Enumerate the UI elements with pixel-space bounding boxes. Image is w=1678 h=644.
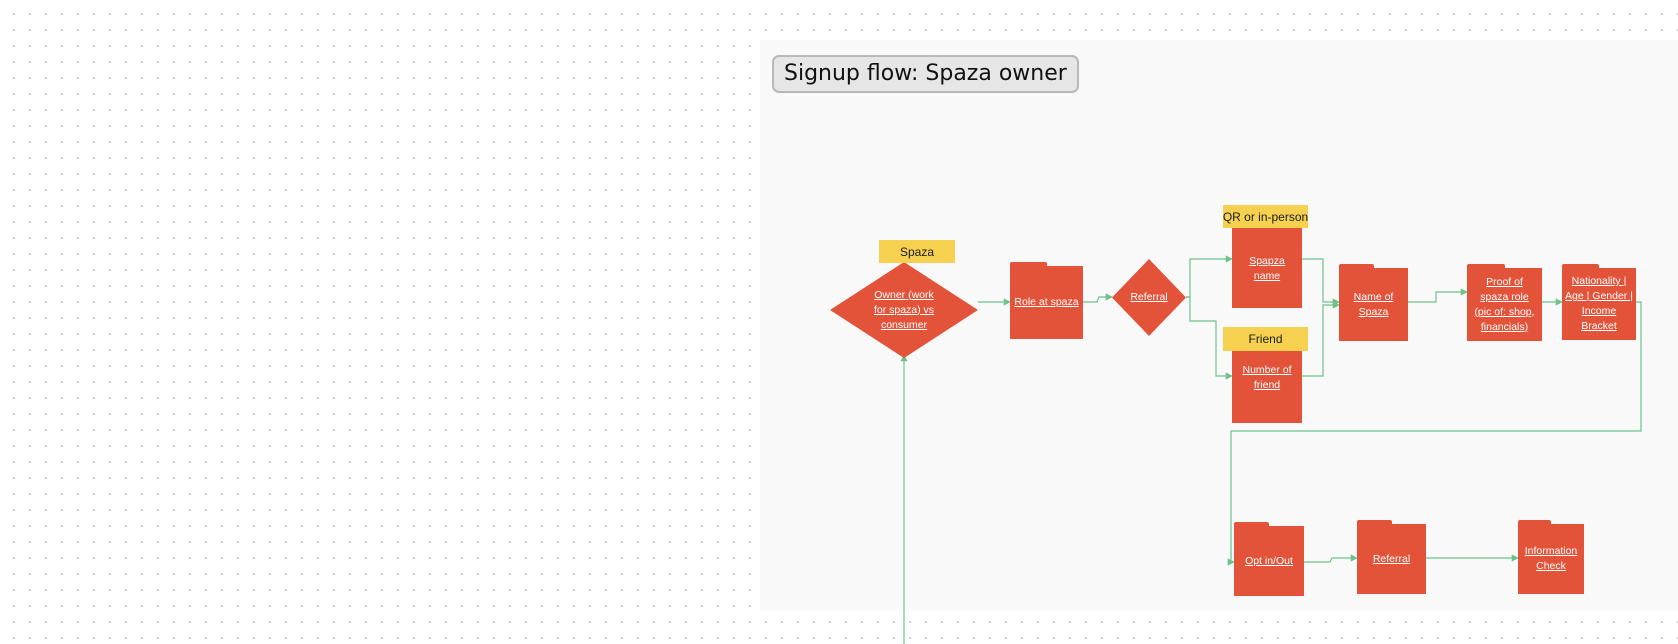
node-label: Nationality | Age | Gender | Income Brac… (1565, 275, 1633, 332)
node-label: Referral (1130, 291, 1168, 303)
spapza-name-node[interactable]: Spapza name (1232, 228, 1302, 308)
node-label: Referral (1372, 552, 1411, 565)
node-label: Spapza name (1249, 255, 1285, 282)
connector-role-to-referral[interactable] (1083, 293, 1113, 303)
connector-name-to-proof[interactable] (1408, 288, 1468, 303)
connector-nationality-to-opt-in[interactable] (1227, 301, 1642, 566)
connector-spapza-name-to-name-of-spaza[interactable] (1302, 258, 1340, 306)
number-of-friend-node[interactable]: Number of friend (1232, 351, 1302, 423)
connector-referral-to-number-of-friend[interactable] (1186, 296, 1233, 380)
node-label: Information Check (1524, 545, 1578, 572)
role-at-spaza-node[interactable]: Role at spaza (1010, 262, 1083, 339)
sticky-note-friend[interactable]: Friend (1223, 327, 1308, 351)
connector-referral-to-spapza-name[interactable] (1186, 255, 1233, 298)
node-label: Owner (work for spaza) vs consumer (873, 288, 935, 331)
sticky-note-spaza[interactable]: Spaza (879, 240, 955, 263)
node-label: Proof of spaza role (pic of: shop, finan… (1474, 275, 1535, 333)
nationality-age-gender-income-node[interactable]: Nationality | Age | Gender | Income Brac… (1562, 264, 1636, 340)
connector-number-of-friend-to-name-of-spaza[interactable] (1302, 301, 1340, 377)
node-label: Number of friend (1242, 364, 1292, 391)
sticky-note-qr-or-in-person[interactable]: QR or in-person (1223, 205, 1308, 228)
diamond-shape (1112, 259, 1186, 336)
referral-decision[interactable]: Referral (1112, 259, 1186, 336)
node-label: Opt in/Out (1245, 554, 1293, 567)
node-label: Name of Spaza (1353, 290, 1394, 318)
owner-vs-consumer-decision[interactable]: Owner (work for spaza) vs consumer (830, 262, 978, 358)
proof-of-spaza-role-node[interactable]: Proof of spaza role (pic of: shop, finan… (1467, 264, 1542, 341)
frame-title[interactable]: Signup flow: Spaza owner (772, 55, 1079, 93)
node-label: Role at spaza (1014, 296, 1079, 308)
referral-node[interactable]: Referral (1357, 520, 1426, 594)
information-check-node[interactable]: Information Check (1518, 520, 1584, 594)
diamond-shape (830, 262, 978, 358)
connector-opt-in-to-referral[interactable] (1304, 554, 1358, 563)
opt-in-out-node[interactable]: Opt in/Out (1234, 522, 1304, 596)
name-of-spaza-node[interactable]: Name of Spaza (1339, 264, 1408, 341)
